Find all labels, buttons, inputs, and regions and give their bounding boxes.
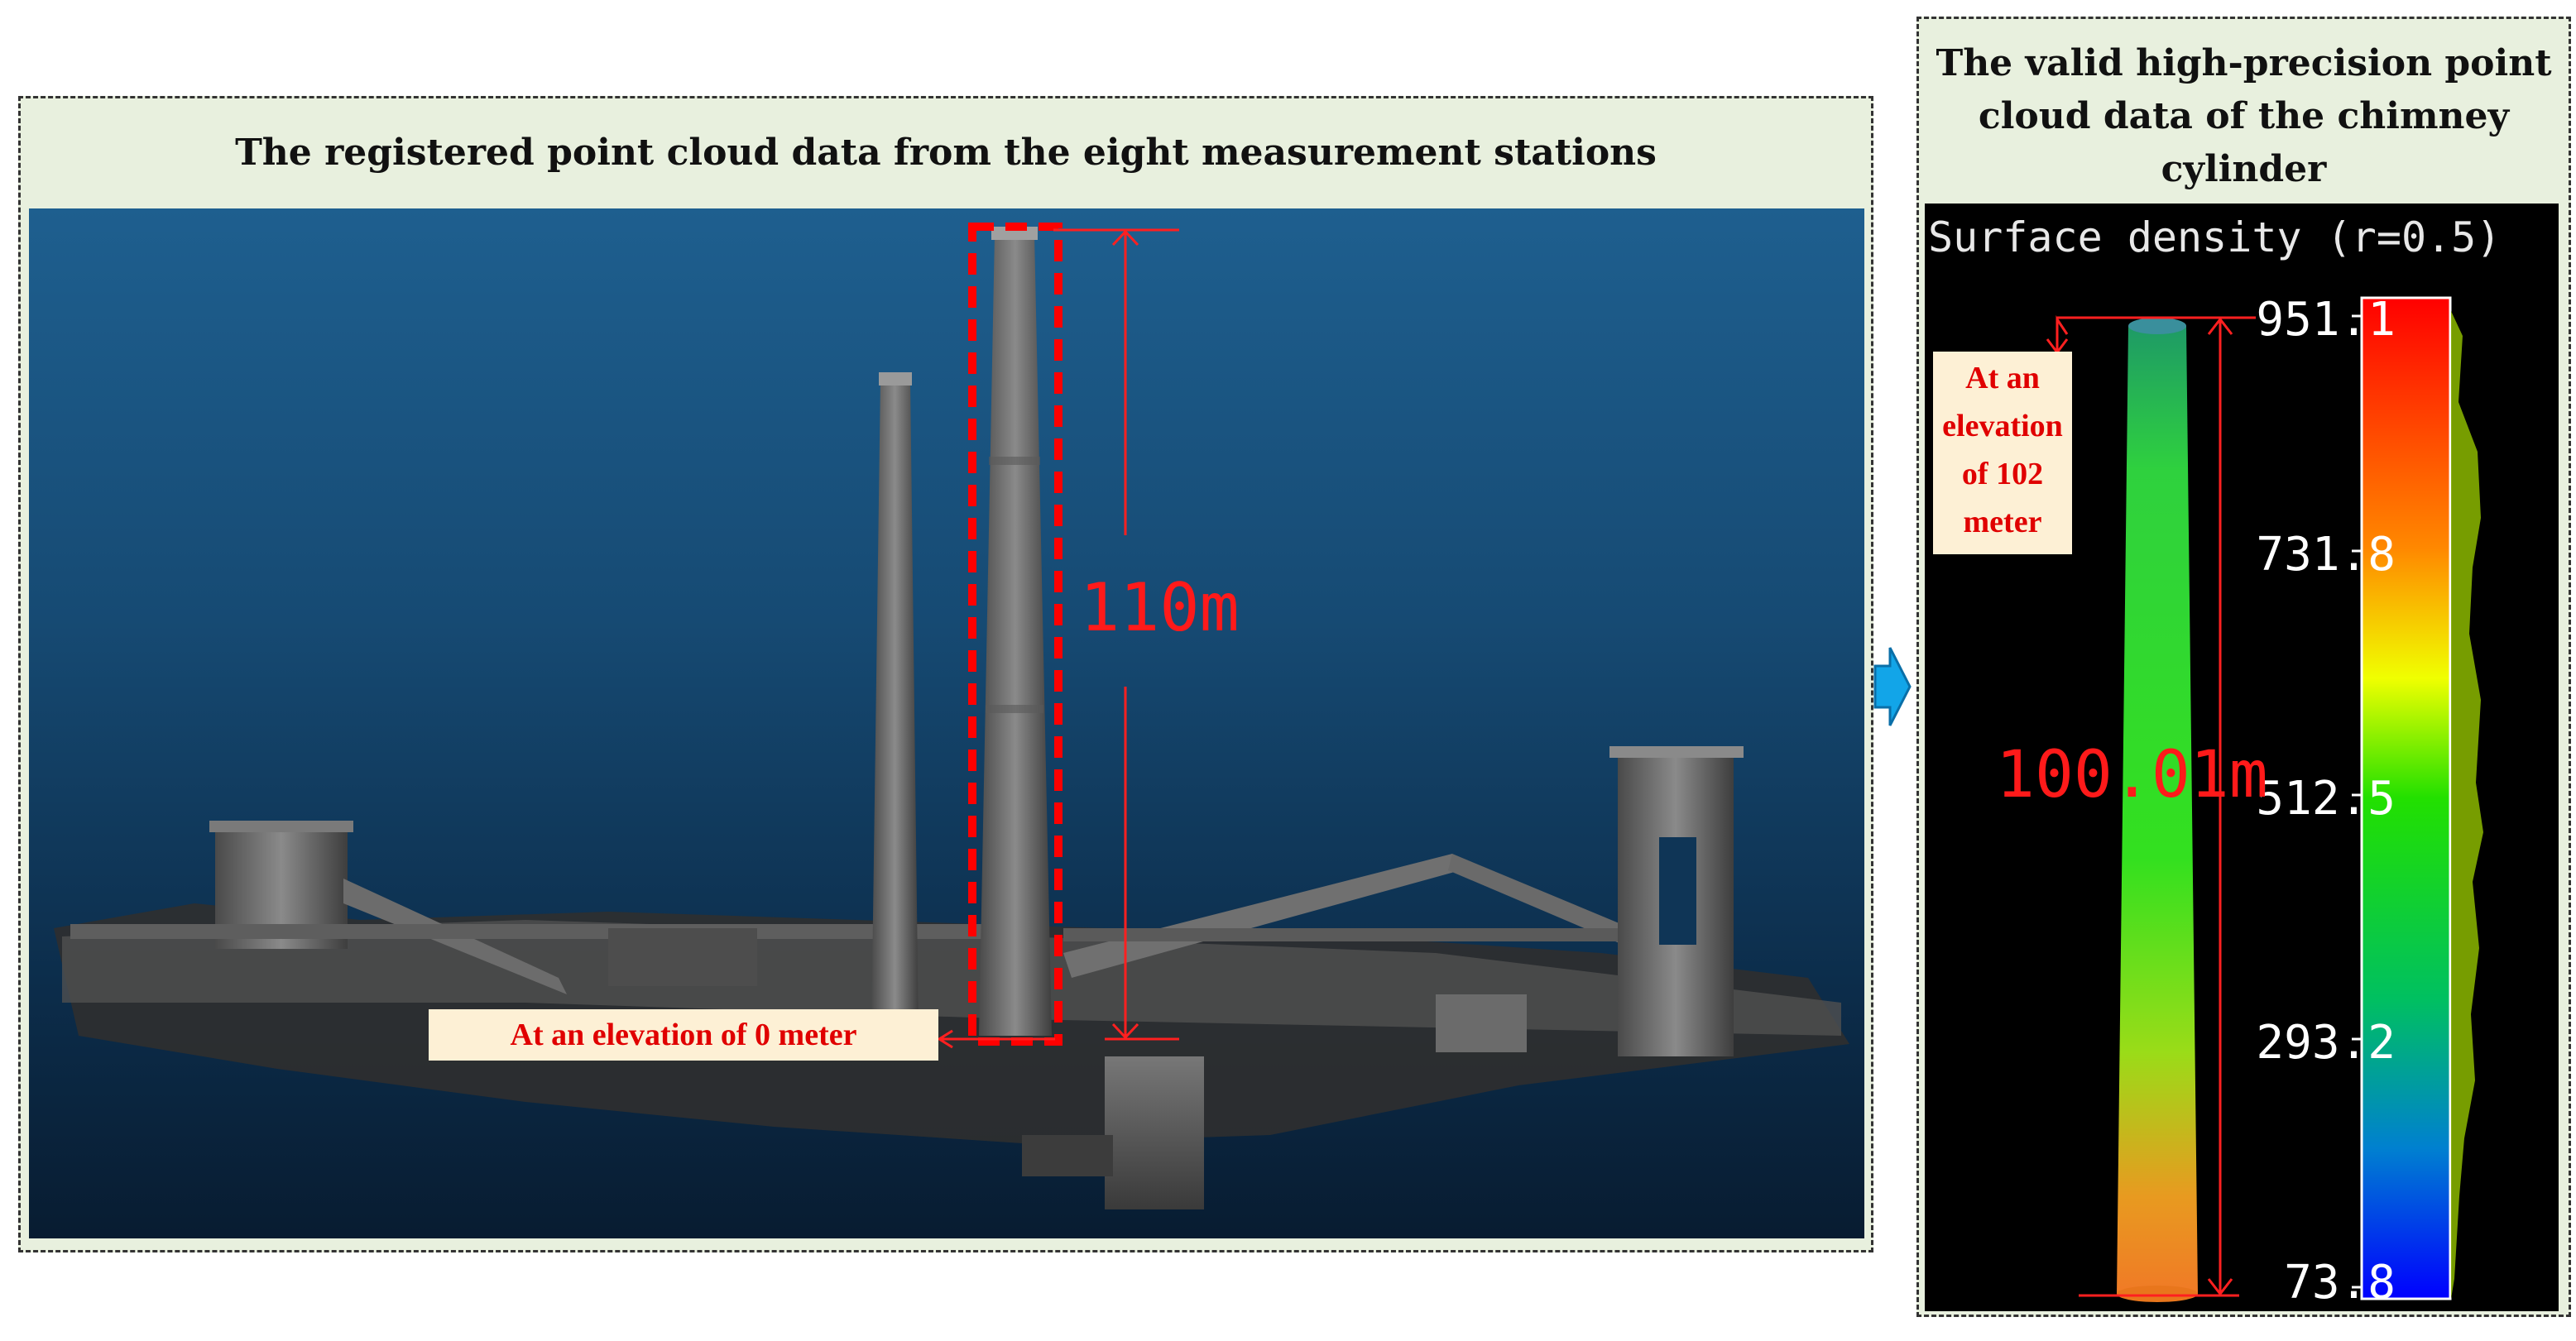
color-bar [2360, 296, 2452, 1300]
point-cloud-drawing [54, 223, 1849, 1209]
arrow-right-icon [1873, 647, 1912, 726]
plant-ground-structures [54, 746, 1849, 1209]
cylinder-height-label: 100.01m [1996, 738, 2268, 812]
colorbar-tick: 731.8 [2256, 528, 2396, 582]
left-panel-title: The registered point cloud data from the… [235, 132, 1657, 174]
chimney-cylinder [2117, 318, 2198, 1302]
right-panel-title: The valid high-precision point cloud dat… [1936, 42, 2552, 190]
density-histogram [2451, 311, 2483, 1299]
color-bar-ticks [2352, 314, 2362, 1289]
colorbar-title: Surface density (r=0.5) [1928, 213, 2502, 261]
chimney-height-label: 110m [1080, 569, 1240, 646]
cylinder-dimension-line [2046, 315, 2256, 1297]
height-dimension-line [937, 228, 1179, 1049]
chimney-selection-box [968, 223, 1063, 1046]
colorbar-tick-min: 73.8 [2284, 1256, 2396, 1310]
chimney-target [979, 227, 1052, 1036]
colorbar-tick: 293.2 [2256, 1016, 2396, 1070]
colorbar-tick: 512.5 [2256, 772, 2396, 826]
base-elevation-callout: At an elevation of 0 meter [429, 1009, 938, 1061]
chimney-secondary [871, 372, 919, 1036]
top-elevation-callout: At an elevation of 102 meter [1933, 352, 2072, 554]
point-cloud-scene [29, 208, 1864, 1238]
density-drawing [2046, 296, 2483, 1302]
colorbar-tick-max: 951.1 [2256, 293, 2396, 347]
